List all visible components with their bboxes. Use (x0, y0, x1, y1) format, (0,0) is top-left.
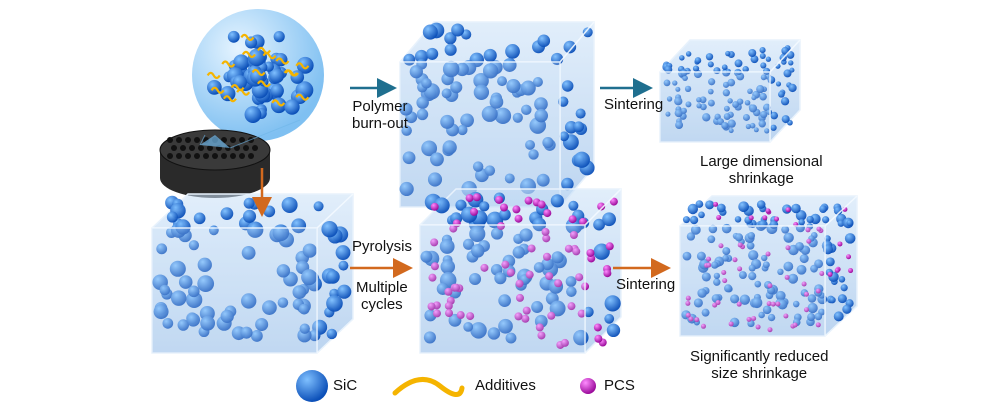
sintered-cube-large-shrinkage (659, 39, 801, 143)
legend-additives-label: Additives (475, 377, 536, 394)
pcs-particle-icon (580, 378, 596, 394)
sic-sphere-icon (296, 370, 328, 402)
label-large-shrinkage: Large dimensional shrinkage (700, 153, 823, 187)
label-reduced-shrinkage: Significantly reduced size shrinkage (690, 348, 829, 382)
label-sintering-top: Sintering (604, 96, 664, 113)
additives-wave-icon (392, 376, 465, 397)
label-polymer-burnout: Polymer burn-out (352, 98, 408, 132)
sintered-cube-reduced-shrinkage (679, 195, 858, 337)
legend-pcs-label: PCS (604, 377, 635, 394)
pcs-infiltrated-cube (419, 188, 622, 354)
infiltrated-green-body-cube (151, 193, 354, 354)
printed-honeycomb-part (159, 119, 301, 198)
label-multiple-cycles: Multiple cycles (356, 279, 408, 313)
legend-sic-label: SiC (333, 377, 358, 394)
label-pyrolysis: Pyrolysis (352, 238, 413, 255)
green-body-magnified-sphere (192, 9, 324, 141)
polymer-free-body-cube (399, 21, 595, 208)
label-sintering-bottom: Sintering (616, 276, 676, 293)
